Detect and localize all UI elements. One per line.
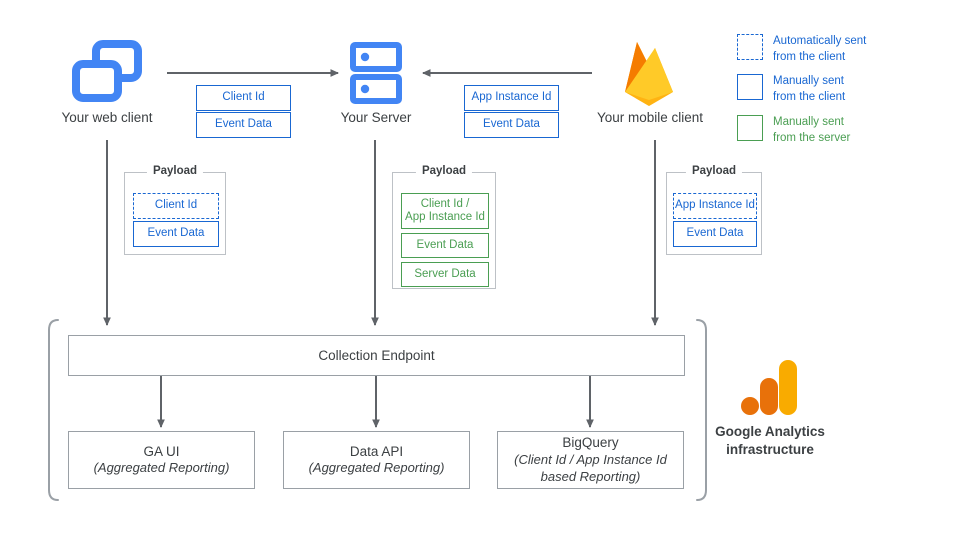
collection-endpoint-box: Collection Endpoint <box>68 335 685 376</box>
payload-server: Payload Client Id / App Instance Id Even… <box>392 165 496 289</box>
legend-label-manual-server-line2: from the server <box>773 131 851 144</box>
payload-web: Payload Client Id Event Data <box>124 165 226 255</box>
legend-label-automatic-line2: from the client <box>773 50 846 63</box>
web-client-label: Your web client <box>61 110 153 125</box>
legend-label-manual-client-line2: from the client <box>773 90 846 103</box>
payload-web-title: Payload <box>146 165 204 177</box>
output-data-api-title: Data API <box>349 443 404 459</box>
payload-mobile-item-app-instance-id: App Instance Id <box>673 193 757 219</box>
ga-caption-line2: infrastructure <box>726 442 814 458</box>
google-analytics-caption: Google Analytics infrastructure <box>695 423 845 459</box>
transport-chip-event-data: Event Data <box>196 112 291 138</box>
payload-mobile-item-event-data: Event Data <box>673 221 757 247</box>
firebase-flame-icon <box>625 42 673 106</box>
legend-label-manual-client-line1: Manually sent <box>773 75 844 87</box>
brace-right <box>696 319 707 501</box>
payload-mobile-title: Payload <box>685 165 743 177</box>
node-server <box>350 42 402 104</box>
legend-label-automatic: Automatically sent from the client <box>773 34 866 65</box>
legend-swatch-green <box>737 115 763 141</box>
server-rack-icon <box>350 42 402 104</box>
ga-caption-line1: Google Analytics <box>715 424 825 439</box>
transport-chip-app-instance-id: App Instance Id <box>464 85 559 111</box>
payload-web-item-event-data: Event Data <box>133 221 219 247</box>
legend-swatch-dashed <box>737 34 763 60</box>
brace-left <box>48 319 59 501</box>
output-bigquery-subtitle-line1: (Client Id / App Instance Id <box>514 451 667 467</box>
browser-windows-icon <box>72 40 142 102</box>
legend-swatch-blue <box>737 74 763 100</box>
collection-endpoint-label: Collection Endpoint <box>318 347 435 363</box>
legend-label-manual-client: Manually sent from the client <box>773 74 845 105</box>
legend-item-manual-server: Manually sent from the server <box>737 115 850 146</box>
server-label: Your Server <box>340 110 412 125</box>
legend-label-automatic-line1: Automatically sent <box>773 35 867 47</box>
output-ga-ui-title: GA UI <box>143 443 180 459</box>
legend-item-automatic: Automatically sent from the client <box>737 34 866 65</box>
payload-server-item-ids: Client Id / App Instance Id <box>401 193 489 229</box>
legend-item-manual-client: Manually sent from the client <box>737 74 845 105</box>
output-ga-ui-subtitle: (Aggregated Reporting) <box>93 460 230 476</box>
payload-server-item-ids-line1: Client Id / <box>420 197 470 210</box>
payload-server-item-event-data: Event Data <box>401 233 489 258</box>
output-bigquery-subtitle-line2: based Reporting) <box>540 468 641 484</box>
node-web-client <box>72 38 142 108</box>
output-bigquery-title: BigQuery <box>562 435 619 451</box>
output-box-data-api: Data API (Aggregated Reporting) <box>283 431 470 489</box>
google-analytics-logo-icon <box>741 360 797 415</box>
payload-mobile: Payload App Instance Id Event Data <box>666 165 762 255</box>
payload-web-item-client-id: Client Id <box>133 193 219 219</box>
node-mobile-client <box>617 36 681 110</box>
payload-server-item-server-data: Server Data <box>401 262 489 287</box>
output-box-bigquery: BigQuery (Client Id / App Instance Id ba… <box>497 431 684 489</box>
transport-chip-event-data-mobile: Event Data <box>464 112 559 138</box>
payload-server-item-ids-line2: App Instance Id <box>405 211 485 223</box>
legend-label-manual-server: Manually sent from the server <box>773 115 850 146</box>
mobile-client-label: Your mobile client <box>596 110 704 125</box>
google-analytics-logo <box>741 359 799 417</box>
transport-chip-client-id: Client Id <box>196 85 291 111</box>
legend-label-manual-server-line1: Manually sent <box>773 116 844 128</box>
output-box-ga-ui: GA UI (Aggregated Reporting) <box>68 431 255 489</box>
output-data-api-subtitle: (Aggregated Reporting) <box>308 460 445 476</box>
payload-server-title: Payload <box>415 165 473 177</box>
